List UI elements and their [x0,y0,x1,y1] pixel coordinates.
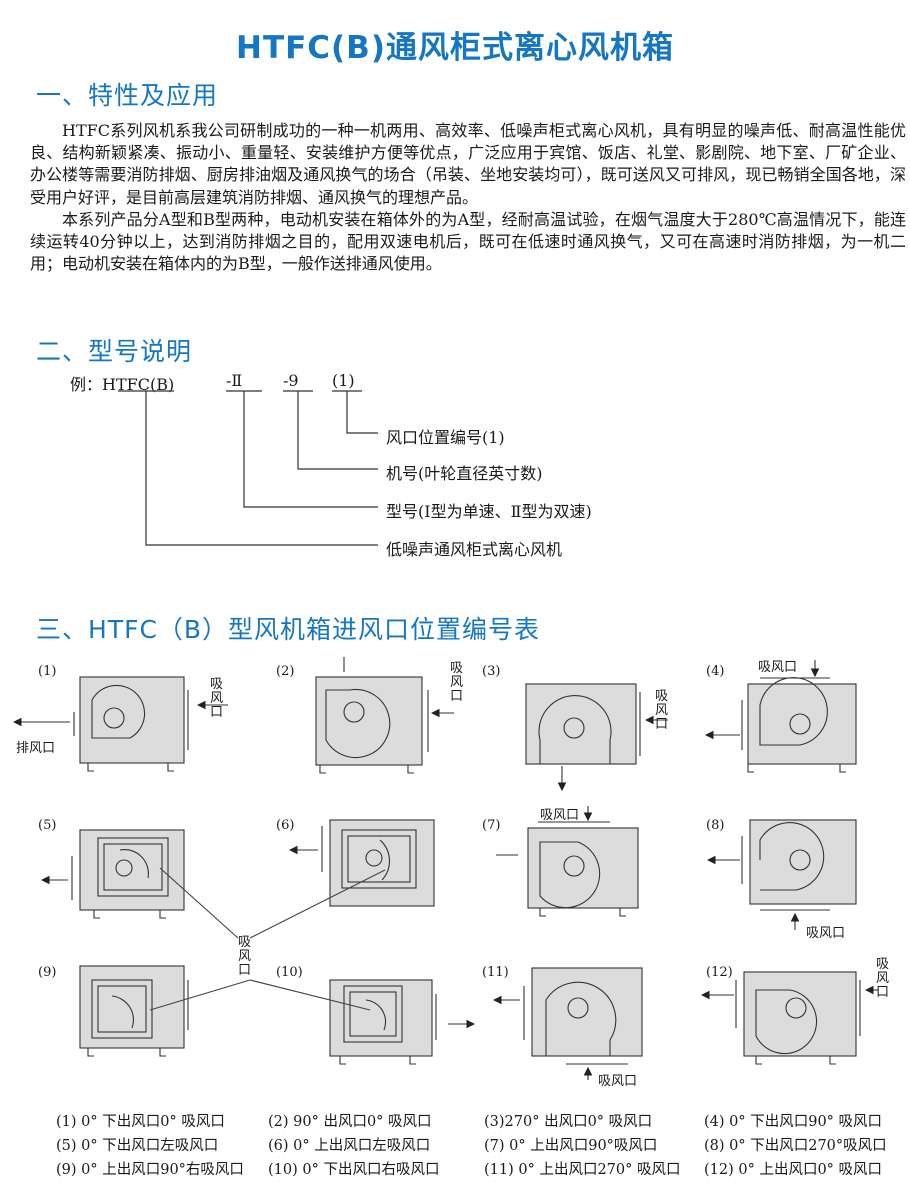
fan-diagram-4 [704,660,857,765]
legend-item-2: (2) 90° 出风口0° 吸风口 [268,1114,432,1130]
diagram-number-3: (3) [482,664,501,679]
diagram-number-5: (5) [38,818,57,833]
legend-item-10: (10) 0° 下出风口右吸风口 [268,1162,440,1178]
legend-item-3: (3)270° 出风口0° 吸风口 [484,1114,653,1130]
fan-diagram-2 [315,657,454,766]
model-example-prefix: 例：HTFC(B) [70,375,175,394]
fan-diagram-6 [288,819,435,907]
label-suction-4: 吸风口 [758,660,798,675]
label-suction-11: 吸风口 [598,1074,638,1089]
diagram-number-7: (7) [482,818,501,833]
legend-item-11: (11) 0° 上出风口270° 吸风口 [484,1162,681,1178]
diagram-number-1: (1) [38,664,57,679]
section-heading-model: 二、型号说明 [36,337,193,366]
fan-diagram-7 [496,806,639,909]
legend-item-5: (5) 0° 下出风口左吸风口 [56,1138,219,1154]
legend-item-12: (12) 0° 上出风口0° 吸风口 [704,1162,883,1178]
label-suction-center: 吸 风 口 [238,935,252,978]
label-position-number: 风口位置编号(1) [386,428,505,447]
label-suction-3: 吸 风 口 [655,689,669,732]
fan-diagram-12 [700,971,878,1057]
label-fan-name: 低噪声通风柜式离心风机 [386,540,563,559]
diagram-number-4: (4) [706,664,725,679]
legend-item-4: (4) 0° 下出风口90° 吸风口 [704,1114,883,1130]
label-exhaust-1: 排风口 [16,741,56,756]
features-paragraph-2: 本系列产品分A型和B型两种，电动机安装在箱体外的为A型，经耐高温试验，在烟气温度… [30,209,906,274]
model-example-position: (1) [332,371,355,390]
label-suction-2: 吸 风 口 [450,661,464,704]
diagram-number-12: (12) [706,965,733,980]
fan-diagram-5 [40,829,185,911]
fan-diagram-1 [12,676,228,764]
model-example-type: -Ⅱ [226,371,243,390]
fan-diagram-10 [329,979,476,1057]
diagram-number-9: (9) [38,965,57,980]
legend-item-7: (7) 0° 上出风口90°吸风口 [484,1138,658,1154]
diagram-number-11: (11) [482,965,509,980]
label-model-type: 型号(Ⅰ型为单速、Ⅱ型为双速) [386,502,592,521]
page-title: HTFC(B)通风柜式离心风机箱 [236,30,674,66]
section-heading-features: 一、特性及应用 [36,81,219,110]
fan-diagram-11 [492,967,643,1080]
label-suction-1: 吸 风 口 [210,677,224,720]
diagram-number-6: (6) [276,818,295,833]
fan-diagram-3 [525,683,668,792]
diagram-number-8: (8) [706,818,725,833]
section-heading-positions: 三、HTFC（B）型风机箱进风口位置编号表 [36,615,541,644]
label-suction-8: 吸风口 [806,926,846,941]
legend-item-1: (1) 0° 下出风口0° 吸风口 [56,1114,225,1130]
features-paragraph-1: HTFC系列风机系我公司研制成功的一种一机两用、高效率、低噪声柜式离心风机，具有… [30,121,906,207]
legend-item-6: (6) 0° 上出风口左吸风口 [268,1138,431,1154]
label-machine-number: 机号(叶轮直径英寸数) [386,464,543,483]
label-suction-7: 吸风口 [540,808,580,823]
label-suction-12: 吸 风 口 [876,957,890,1000]
features-text: HTFC系列风机系我公司研制成功的一种一机两用、高效率、低噪声柜式离心风机，具有… [30,120,906,275]
fan-diagram-8 [706,819,857,930]
diagram-number-10: (10) [276,965,303,980]
diagram-number-2: (2) [276,664,295,679]
legend-item-9: (9) 0° 上出风口90°右吸风口 [56,1162,244,1178]
model-example-number: -9 [283,371,299,390]
fan-diagram-9 [79,965,189,1049]
legend-item-8: (8) 0° 下出风口270°吸风口 [704,1138,887,1154]
